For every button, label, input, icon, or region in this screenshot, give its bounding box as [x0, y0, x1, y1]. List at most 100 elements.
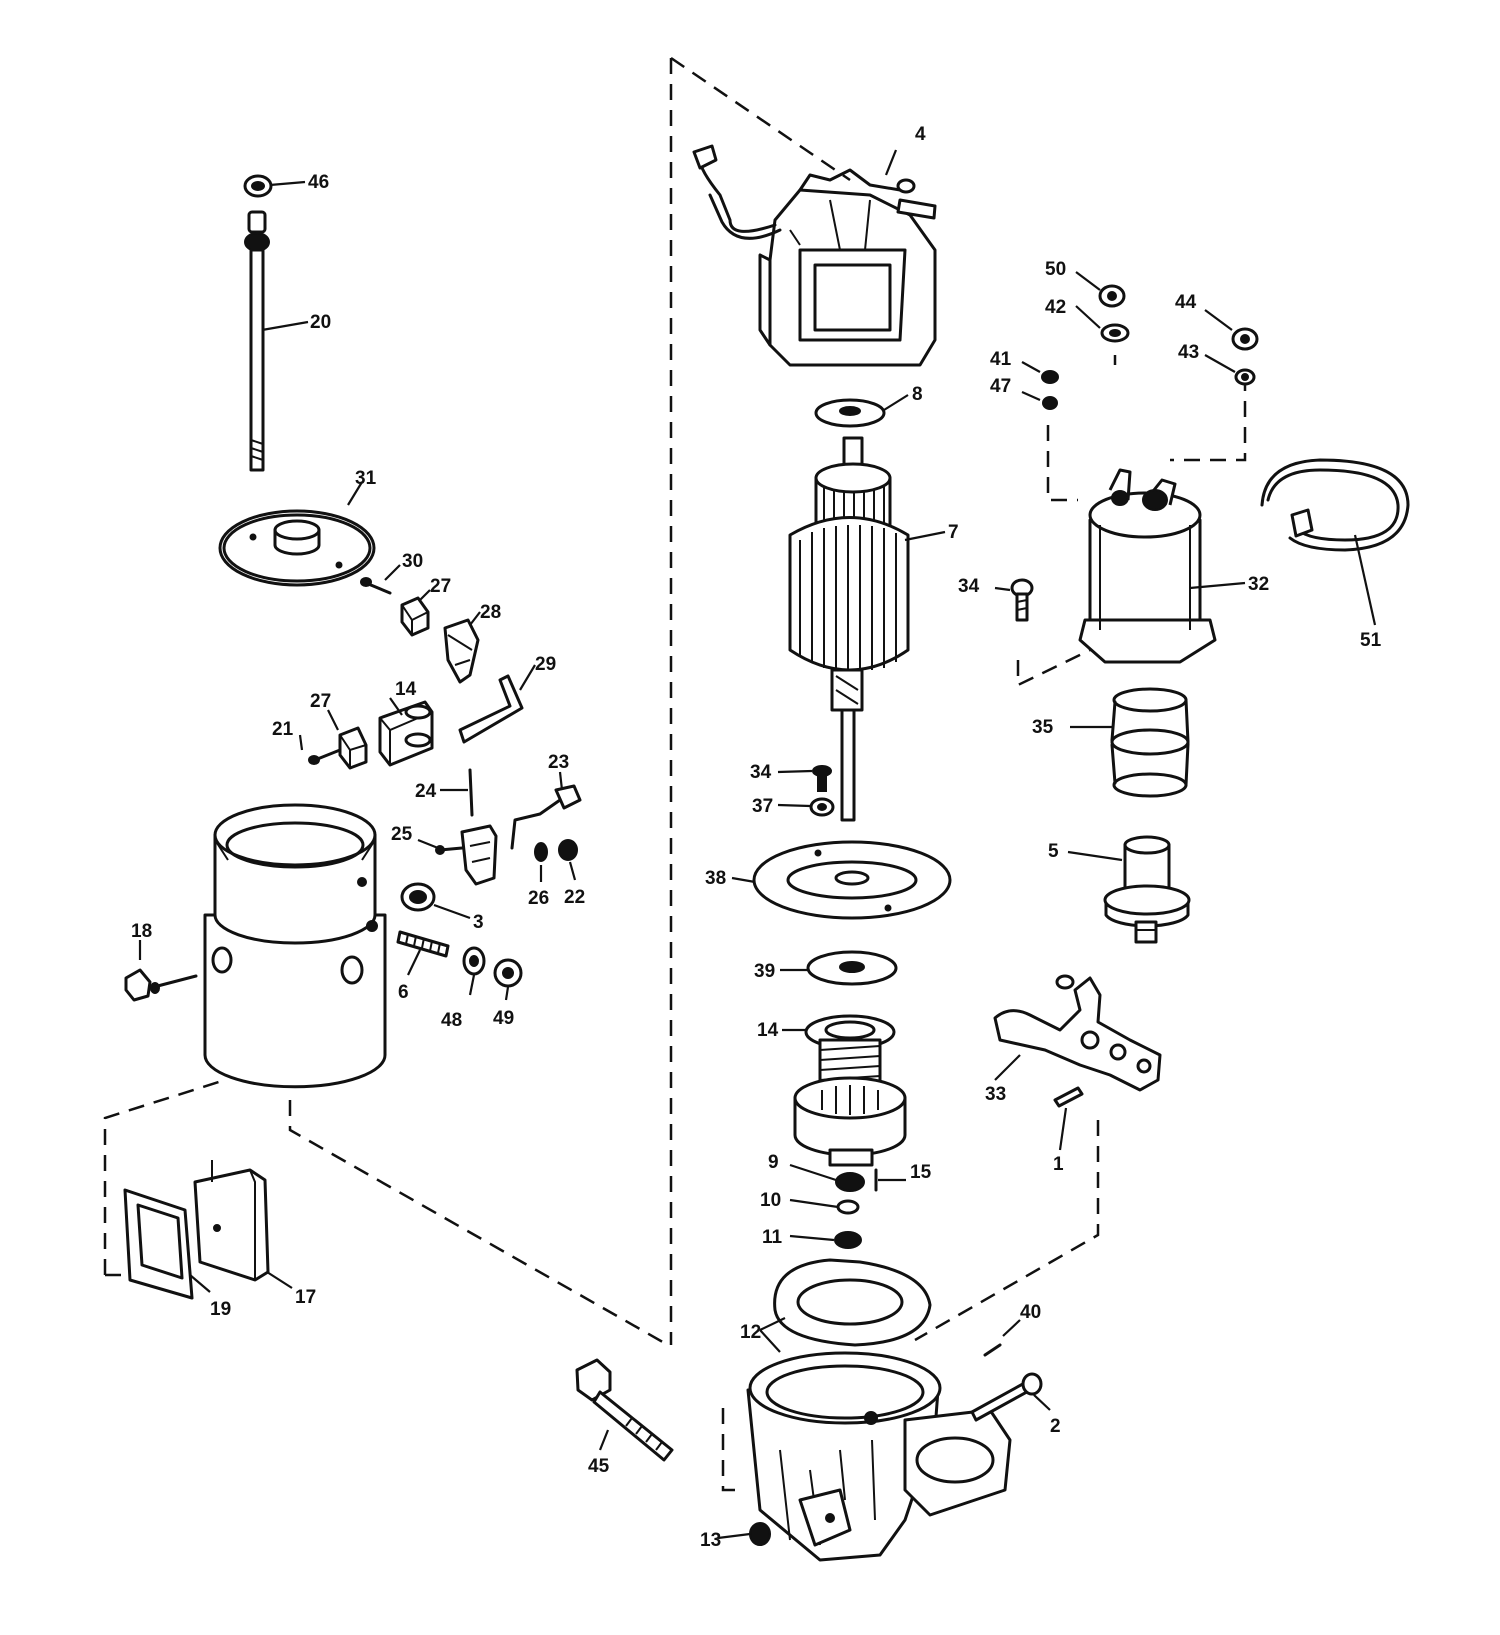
callout-2: 2 [1050, 1416, 1061, 1437]
callout-11: 11 [762, 1227, 783, 1248]
solenoid-32 [1078, 468, 1217, 664]
plate-38 [752, 840, 952, 920]
callout-45: 45 [588, 1456, 610, 1477]
callout-22: 22 [564, 887, 585, 908]
end-housing-4 [692, 144, 937, 367]
callout-18: 18 [131, 921, 152, 942]
screw-21 [308, 748, 342, 765]
callout-17: 17 [295, 1287, 316, 1308]
bolt-45 [575, 1358, 674, 1462]
callout-13: 13 [700, 1530, 721, 1551]
callout-27-lower: 27 [310, 691, 331, 712]
callout-31: 31 [355, 468, 377, 489]
washer-26 [534, 842, 548, 862]
plunger-5 [1103, 835, 1191, 944]
screw-18 [124, 968, 198, 1002]
callout-24: 24 [415, 781, 437, 802]
bolt-2 [970, 1372, 1043, 1422]
through-bolt-20 [244, 210, 270, 472]
collar-9 [835, 1172, 865, 1192]
plug-13 [749, 1522, 771, 1546]
callout-20: 20 [310, 312, 331, 333]
washer-22 [558, 839, 578, 861]
callout-43: 43 [1178, 342, 1199, 363]
callout-33: 33 [985, 1084, 1006, 1105]
callout-9: 9 [768, 1152, 779, 1173]
gasket-12 [773, 1258, 932, 1347]
callout-44: 44 [1175, 292, 1197, 313]
callout-7: 7 [948, 522, 959, 543]
drive-housing-lower [746, 1351, 1012, 1562]
gasket-19 [123, 1188, 194, 1300]
armature-7 [788, 436, 910, 822]
pin-40 [983, 1343, 1002, 1357]
callout-35: 35 [1032, 717, 1054, 738]
washer-48 [462, 946, 486, 976]
callout-6: 6 [398, 982, 409, 1003]
pin-1 [1053, 1086, 1084, 1108]
callout-25: 25 [391, 824, 413, 845]
callout-14-drive: 14 [757, 1020, 779, 1041]
callout-41: 41 [990, 349, 1012, 370]
lead-wire-23 [510, 784, 582, 850]
washer-42 [1100, 323, 1130, 343]
washer-39 [806, 950, 898, 986]
callout-10: 10 [760, 1190, 781, 1211]
callout-19: 19 [210, 1299, 231, 1320]
callout-30: 30 [402, 551, 423, 572]
strap-51 [1260, 458, 1410, 552]
insulator-3 [400, 882, 436, 912]
end-plate-31 [218, 509, 376, 587]
callout-12: 12 [740, 1322, 761, 1343]
callout-37: 37 [752, 796, 773, 817]
shift-lever-33 [993, 974, 1162, 1092]
callout-15: 15 [910, 1162, 932, 1183]
spring-29 [458, 674, 524, 744]
callout-29: 29 [535, 654, 556, 675]
callout-50: 50 [1045, 259, 1066, 280]
callout-27-upper: 27 [430, 576, 451, 597]
leader-lines [138, 149, 1377, 1540]
terminal-stud-6 [396, 930, 450, 958]
callout-38: 38 [705, 868, 726, 889]
brush-27-lower [338, 726, 368, 770]
callout-8: 8 [912, 384, 923, 405]
callout-28: 28 [480, 602, 501, 623]
nut-44 [1231, 327, 1259, 351]
callout-5: 5 [1048, 841, 1059, 862]
cover-17 [193, 1160, 270, 1282]
callout-21: 21 [272, 719, 294, 740]
spring-35 [1110, 687, 1190, 798]
callout-39: 39 [754, 961, 775, 982]
nut-37 [809, 797, 835, 817]
screw-34-armature [812, 765, 832, 792]
callout-1: 1 [1053, 1154, 1064, 1175]
screw-34-solenoid [1010, 578, 1034, 622]
callout-49: 49 [493, 1008, 514, 1029]
callout-42: 42 [1045, 297, 1066, 318]
callout-34-right: 34 [958, 576, 980, 597]
ring-10 [836, 1199, 860, 1215]
callout-51: 51 [1360, 630, 1382, 651]
terminal-16 [378, 700, 434, 767]
drive-assembly-14 [793, 1014, 907, 1167]
washer-8 [814, 398, 886, 428]
callout-23: 23 [548, 752, 569, 773]
washer-47 [1042, 396, 1058, 410]
callout-40: 40 [1020, 1302, 1041, 1323]
callout-48: 48 [441, 1010, 462, 1031]
washer-43 [1234, 368, 1256, 386]
callout-labels: 46 20 31 30 27 28 29 14 27 21 24 23 25 2… [131, 124, 1382, 1551]
callout-16: 14 [395, 679, 417, 700]
callout-4: 4 [915, 124, 926, 145]
nut-50 [1098, 284, 1126, 308]
nut-46 [243, 174, 273, 198]
screw-30 [360, 577, 392, 595]
callout-46: 46 [308, 172, 329, 193]
ring-11 [834, 1231, 862, 1249]
assembly-guide-lines [103, 56, 1247, 1492]
washer-41 [1041, 370, 1059, 384]
callout-34-left: 34 [750, 762, 772, 783]
callout-47: 47 [990, 376, 1011, 397]
